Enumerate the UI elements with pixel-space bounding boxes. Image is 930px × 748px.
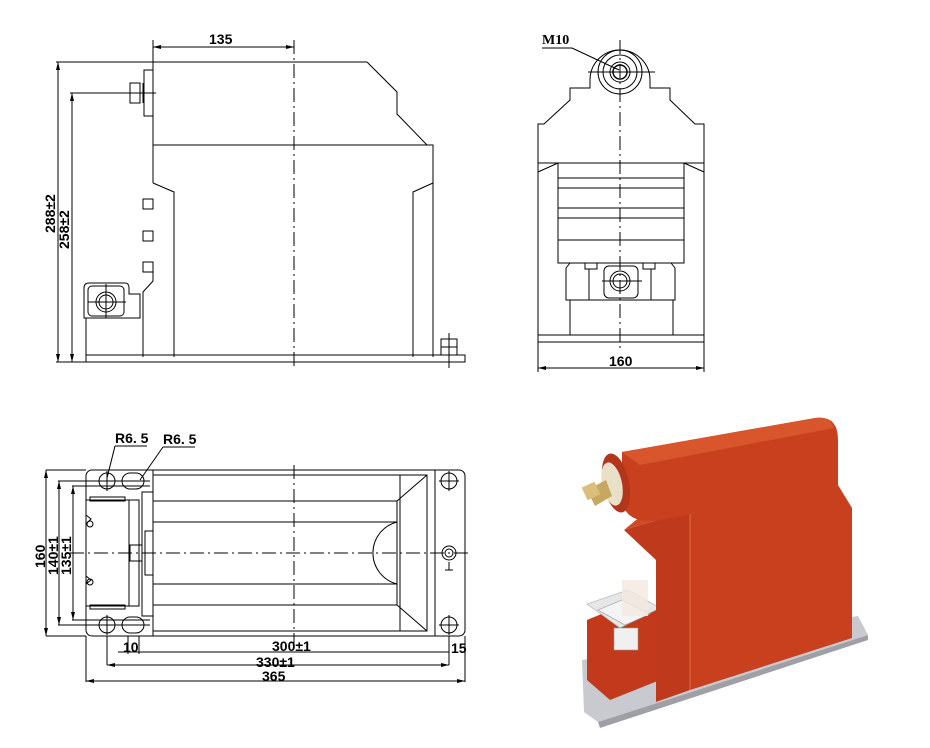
dim-160-front: 160 [609,353,633,369]
dim-r65-a: R6. 5 [115,430,149,446]
front-view: M10 [537,33,705,372]
dim-135-top: 135±1 [58,536,74,575]
dim-258: 258±2 [56,210,72,249]
dim-15: 15 [451,640,467,656]
top-view: R6. 5 R6. 5 [32,430,470,684]
dim-330: 330±1 [256,654,295,670]
dim-135: 135 [209,31,233,47]
dim-10: 10 [123,639,139,655]
dim-365: 365 [262,668,286,684]
dim-r65-b: R6. 5 [163,431,197,447]
side-view: 135 [42,31,466,368]
dim-140: 140±1 [45,536,61,575]
dim-160-top: 160 [32,544,48,568]
dim-m10: M10 [542,33,569,48]
product-photo [581,417,868,728]
dim-288: 288±2 [42,194,58,233]
dim-300: 300±1 [272,638,311,654]
